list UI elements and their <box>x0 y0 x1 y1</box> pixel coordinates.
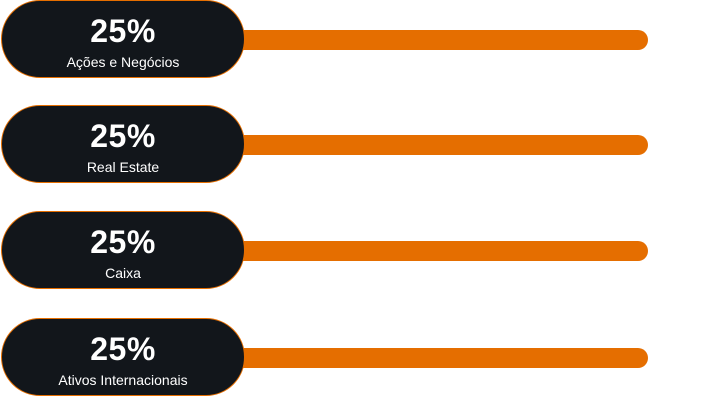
allocation-row-ativos-internacionais: 25% Ativos Internacionais <box>0 318 701 398</box>
allocation-row-real-estate: 25% Real Estate <box>0 105 701 185</box>
allocation-badge: 25% Ativos Internacionais <box>1 318 245 396</box>
allocation-label: Real Estate <box>86 159 160 175</box>
allocation-percent: 25% <box>90 13 156 49</box>
allocation-label: Ativos Internacionais <box>58 372 188 388</box>
allocation-badge: 25% Caixa <box>1 211 245 289</box>
allocation-percent: 25% <box>90 331 156 367</box>
allocation-bar <box>198 30 648 50</box>
allocation-bar <box>198 135 648 155</box>
allocation-bar <box>198 348 648 368</box>
allocation-percent: 25% <box>90 118 156 154</box>
allocation-badge: 25% Real Estate <box>1 105 245 183</box>
allocation-percent: 25% <box>90 224 156 260</box>
allocation-badge: 25% Ações e Negócios <box>1 0 245 78</box>
allocation-bar <box>198 241 648 261</box>
allocation-row-acoes: 25% Ações e Negócios <box>0 0 701 80</box>
allocation-label: Ações e Negócios <box>66 54 180 70</box>
allocation-label: Caixa <box>105 265 141 281</box>
allocation-row-caixa: 25% Caixa <box>0 211 701 291</box>
